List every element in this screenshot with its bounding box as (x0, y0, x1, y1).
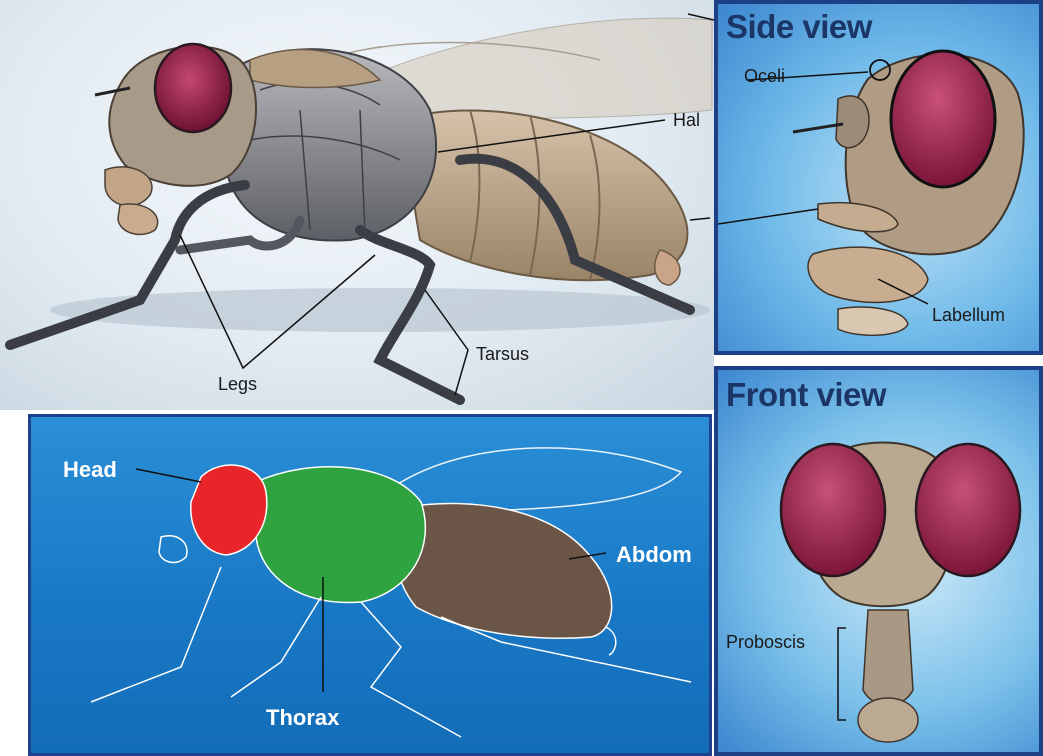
body-regions-drawing (31, 417, 709, 753)
label-tarsus: Tarsus (476, 344, 529, 365)
head-front-drawing (718, 370, 1039, 752)
label-thorax: Thorax (266, 705, 339, 731)
front-view-panel: Front view Proboscis (714, 366, 1043, 756)
label-legs: Legs (218, 374, 257, 395)
label-abdomen: Abdom (616, 542, 692, 568)
label-proboscis: Proboscis (726, 632, 805, 653)
label-head: Head (63, 457, 117, 483)
label-halteres: Hal (673, 110, 700, 131)
head-side-drawing (718, 4, 1039, 351)
side-view-panel: Side view Oceli Labellum (714, 0, 1043, 355)
fly-side-drawing (0, 0, 714, 410)
body-regions-panel: Head Thorax Abdom (28, 414, 712, 756)
label-oceli: Oceli (744, 66, 785, 87)
main-fly-illustration: Hal Legs Tarsus (0, 0, 714, 410)
front-view-title: Front view (726, 376, 886, 414)
label-labellum: Labellum (932, 305, 1005, 326)
side-view-title: Side view (726, 8, 872, 46)
